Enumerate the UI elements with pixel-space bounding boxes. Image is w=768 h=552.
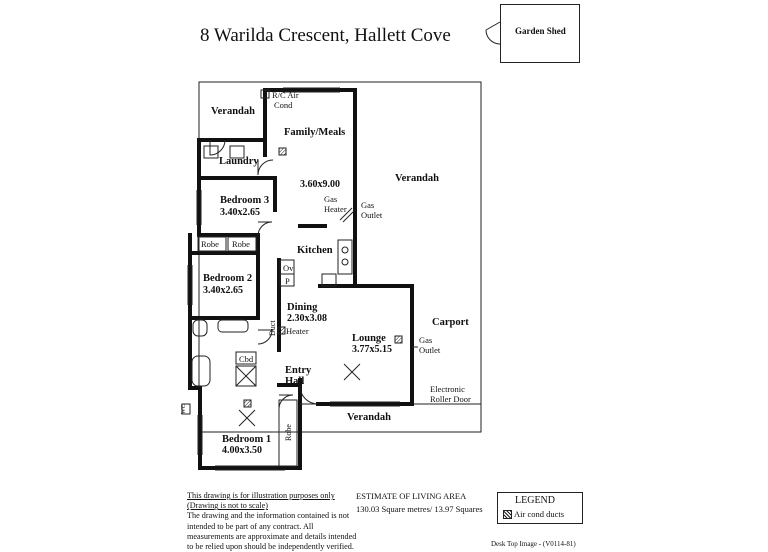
bedroom2-dim: 3.40x2.65 bbox=[203, 285, 243, 296]
pantry-label: P bbox=[285, 276, 290, 286]
door-bed1 bbox=[278, 394, 294, 410]
gas-heater-heater: Heater bbox=[324, 204, 347, 214]
door-laundry bbox=[257, 159, 274, 176]
room-verandah-bottom: Verandah bbox=[347, 412, 391, 423]
rc-cond-label: Cond bbox=[274, 100, 293, 110]
robe-box-left bbox=[197, 236, 227, 252]
door-bed2 bbox=[257, 329, 273, 345]
cbd-box bbox=[235, 351, 257, 365]
outer-boundary bbox=[198, 81, 482, 433]
rc-air-unit bbox=[260, 89, 270, 99]
oven-label: Ov bbox=[283, 263, 294, 273]
room-lounge: Lounge bbox=[352, 333, 386, 344]
duct-dining bbox=[277, 326, 286, 335]
family-meals-dim: 3.60x9.00 bbox=[300, 179, 340, 190]
room-dining: Dining bbox=[287, 302, 318, 313]
meter-box bbox=[181, 403, 191, 415]
robe-left-label: Robe bbox=[201, 239, 219, 249]
laundry-machine bbox=[229, 145, 245, 159]
cooktop bbox=[321, 273, 337, 287]
room-entry: Entry bbox=[285, 365, 312, 376]
laundry-tub bbox=[203, 145, 219, 159]
roller-door-1: Electronic bbox=[430, 384, 465, 394]
robe-box-bed1 bbox=[278, 399, 298, 467]
lounge-gas-label: Gas bbox=[419, 335, 433, 345]
gas-heater-line bbox=[339, 207, 353, 221]
room-bedroom1: Bedroom 1 bbox=[222, 434, 272, 445]
duct-bed1 bbox=[243, 399, 252, 408]
room-kitchen: Kitchen bbox=[297, 245, 333, 256]
wc-label: WC bbox=[181, 404, 187, 414]
room-bedroom2: Bedroom 2 bbox=[203, 273, 253, 284]
shower bbox=[235, 365, 257, 387]
gas-outlet-outlet: Outlet bbox=[361, 210, 383, 220]
roller-door-2: Roller Door bbox=[430, 394, 471, 404]
duct-family bbox=[278, 147, 287, 156]
lounge-dim: 3.77x5.15 bbox=[352, 344, 392, 355]
door-laundry-ext bbox=[209, 139, 226, 156]
estimate-heading: ESTIMATE OF LIVING AREA bbox=[356, 491, 467, 501]
robe-bed1-label: Robe bbox=[284, 424, 293, 441]
toilet bbox=[192, 319, 208, 337]
robe-box-right bbox=[227, 236, 257, 252]
disclaimer-line3: The drawing and the information containe… bbox=[187, 511, 357, 552]
wall-lounge-right bbox=[353, 284, 414, 406]
living-area-estimate: ESTIMATE OF LIVING AREA 130.03 Square me… bbox=[356, 491, 483, 515]
air-cond-duct-icon bbox=[503, 510, 512, 519]
ceiling-fan-bed1 bbox=[238, 409, 256, 427]
door-bed3 bbox=[257, 221, 273, 237]
wall-family-right bbox=[263, 88, 357, 288]
room-laundry: Laundry bbox=[219, 156, 259, 167]
dining-dim: 2.30x3.08 bbox=[287, 313, 327, 324]
legend-item: Air cond ducts bbox=[514, 509, 565, 519]
cbd-label: Cbd bbox=[239, 354, 254, 364]
room-hall: Hall bbox=[285, 376, 305, 387]
heater-label: Heater bbox=[286, 326, 309, 336]
rc-air-label: R/C Air bbox=[272, 90, 299, 100]
duct-label: Duct bbox=[268, 320, 277, 336]
bath bbox=[191, 355, 211, 387]
robe-right-label: Robe bbox=[232, 239, 250, 249]
room-carport: Carport bbox=[432, 317, 469, 328]
lounge-outlet-label: Outlet bbox=[419, 345, 441, 355]
disclaimer-line2: (Drawing is not to scale) bbox=[187, 501, 268, 511]
ceiling-fan-lounge bbox=[343, 363, 361, 381]
pantry-box bbox=[279, 273, 295, 287]
room-family-meals: Family/Meals bbox=[284, 127, 346, 138]
legend-title: LEGEND bbox=[515, 495, 555, 506]
page-title: 8 Warilda Crescent, Hallett Cove bbox=[200, 25, 451, 46]
room-bedroom3: Bedroom 3 bbox=[220, 195, 270, 206]
bedroom1-dim: 4.00x3.50 bbox=[222, 445, 262, 456]
sink bbox=[337, 239, 353, 275]
garden-shed-outline bbox=[500, 4, 580, 63]
footer-credit: Desk Top Image - (V0114-81) bbox=[491, 540, 576, 548]
room-verandah-right: Verandah bbox=[395, 173, 439, 184]
garden-shed-label: Garden Shed bbox=[515, 26, 566, 36]
door-entry bbox=[299, 385, 319, 405]
room-verandah-top: Verandah bbox=[211, 106, 255, 117]
disclaimer-line1: This drawing is for illustration purpose… bbox=[187, 491, 335, 500]
estimate-value: 130.03 Square metres/ 13.97 Squares bbox=[356, 504, 483, 514]
gas-outlet-gas: Gas bbox=[361, 200, 375, 210]
duct-lounge bbox=[394, 335, 403, 344]
shed-door bbox=[485, 21, 501, 45]
gas-heater-gas: Gas bbox=[324, 194, 338, 204]
vanity bbox=[217, 319, 249, 333]
legend-box bbox=[497, 492, 583, 524]
bedroom3-dim: 3.40x2.65 bbox=[220, 207, 260, 218]
disclaimer-notes: This drawing is for illustration purpose… bbox=[187, 491, 362, 552]
